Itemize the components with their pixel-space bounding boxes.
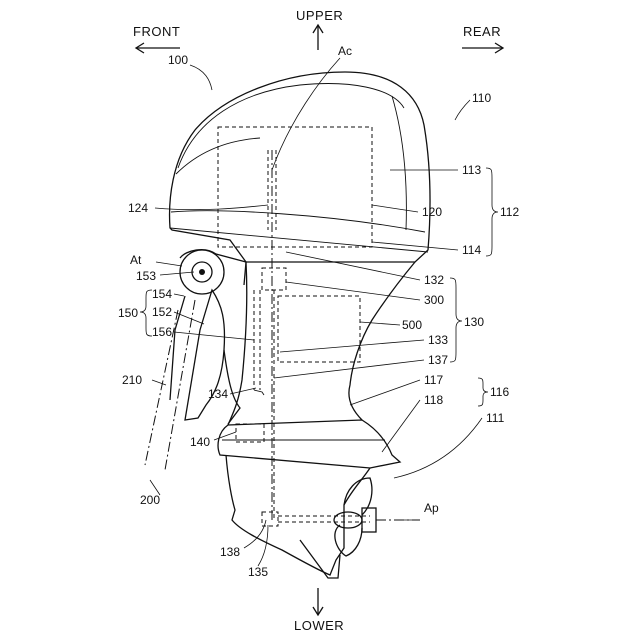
label-132: 132 (424, 273, 444, 287)
leader-114 (372, 242, 458, 250)
leader-110 (455, 100, 470, 120)
label-120: 120 (422, 205, 442, 219)
propeller (334, 478, 420, 556)
leader-133 (280, 340, 424, 352)
label-110: 110 (472, 91, 491, 105)
prop-hub (334, 512, 362, 528)
crankshaft (268, 150, 276, 520)
upper-casing-front (228, 262, 247, 425)
label-152: 152 (152, 305, 172, 319)
label-117: 117 (424, 373, 443, 387)
label-116: 116 (490, 385, 509, 399)
label-135: 135 (248, 565, 268, 579)
label-200: 200 (140, 493, 160, 507)
cowling-lower-line (171, 211, 425, 232)
leader-138 (244, 520, 266, 548)
engine-cover (170, 72, 431, 262)
reference-labels: Ac 100 110 113 112 120 124 114 At 153 13… (118, 44, 519, 579)
label-100: 100 (168, 53, 188, 67)
prop-blade-lower (335, 525, 362, 556)
cowling-upper-line (178, 84, 404, 168)
oil-passage-134 (254, 390, 264, 395)
anti-ventilation-plate (218, 420, 400, 468)
cowling-outline (170, 72, 431, 262)
cowling-parting-line (170, 228, 428, 252)
label-112: 112 (500, 205, 519, 219)
upper-casing (228, 262, 415, 520)
mount-132 (262, 268, 286, 290)
leader-135 (258, 525, 268, 566)
label-150: 150 (118, 306, 138, 320)
label-133: 133 (428, 333, 448, 347)
direction-indicators: UPPER FRONT REAR LOWER (133, 8, 503, 633)
leader-140 (214, 432, 236, 440)
label-118: 118 (424, 393, 443, 407)
label-113: 113 (462, 163, 481, 177)
engine-box (218, 127, 372, 247)
label-210: 210 (122, 373, 142, 387)
label-140: 140 (190, 435, 210, 449)
upper-label: UPPER (296, 8, 343, 23)
leader-137 (274, 360, 424, 378)
leader-111 (394, 418, 482, 478)
leader-117 (350, 380, 420, 405)
component-140 (236, 424, 264, 442)
leader-132 (286, 252, 420, 280)
label-134: 134 (208, 387, 228, 401)
gear-138 (262, 512, 278, 526)
front-label: FRONT (133, 24, 180, 39)
leader-156 (174, 332, 254, 340)
label-at: At (130, 253, 142, 267)
leader-300 (286, 282, 420, 300)
leader-154 (174, 294, 184, 296)
tilt-axis-at (199, 269, 205, 275)
component-500 (278, 296, 360, 362)
label-138: 138 (220, 545, 240, 559)
gear-case (226, 455, 370, 575)
label-300: 300 (424, 293, 444, 307)
leader-118 (382, 400, 420, 452)
brace-116 (478, 378, 488, 406)
label-ap: Ap (424, 501, 439, 515)
leader-500 (360, 322, 400, 325)
label-114: 114 (462, 243, 481, 257)
leader-at (156, 262, 182, 266)
label-154: 154 (152, 287, 172, 301)
label-124: 124 (128, 201, 148, 215)
leader-153 (160, 272, 194, 275)
leader-100 (190, 65, 212, 90)
skeg (300, 540, 340, 578)
brace-150 (140, 290, 152, 336)
label-500: 500 (402, 318, 422, 332)
leader-120 (372, 205, 418, 212)
lower-label: LOWER (294, 618, 344, 633)
brace-130 (450, 278, 462, 362)
leader-lines (140, 58, 498, 566)
leader-210 (152, 380, 166, 385)
bracket-top (180, 250, 246, 285)
label-153: 153 (136, 269, 156, 283)
leader-134 (230, 388, 256, 394)
label-130: 130 (464, 315, 484, 329)
label-156: 156 (152, 325, 172, 339)
lower-casing (218, 420, 400, 578)
label-111: 111 (486, 411, 505, 425)
prop-nut (362, 508, 376, 532)
leader-124 (155, 205, 268, 210)
label-137: 137 (428, 353, 448, 367)
upper-casing-rear (349, 262, 415, 420)
rear-label: REAR (463, 24, 501, 39)
brace-112 (486, 168, 498, 256)
label-ac: Ac (338, 44, 352, 58)
